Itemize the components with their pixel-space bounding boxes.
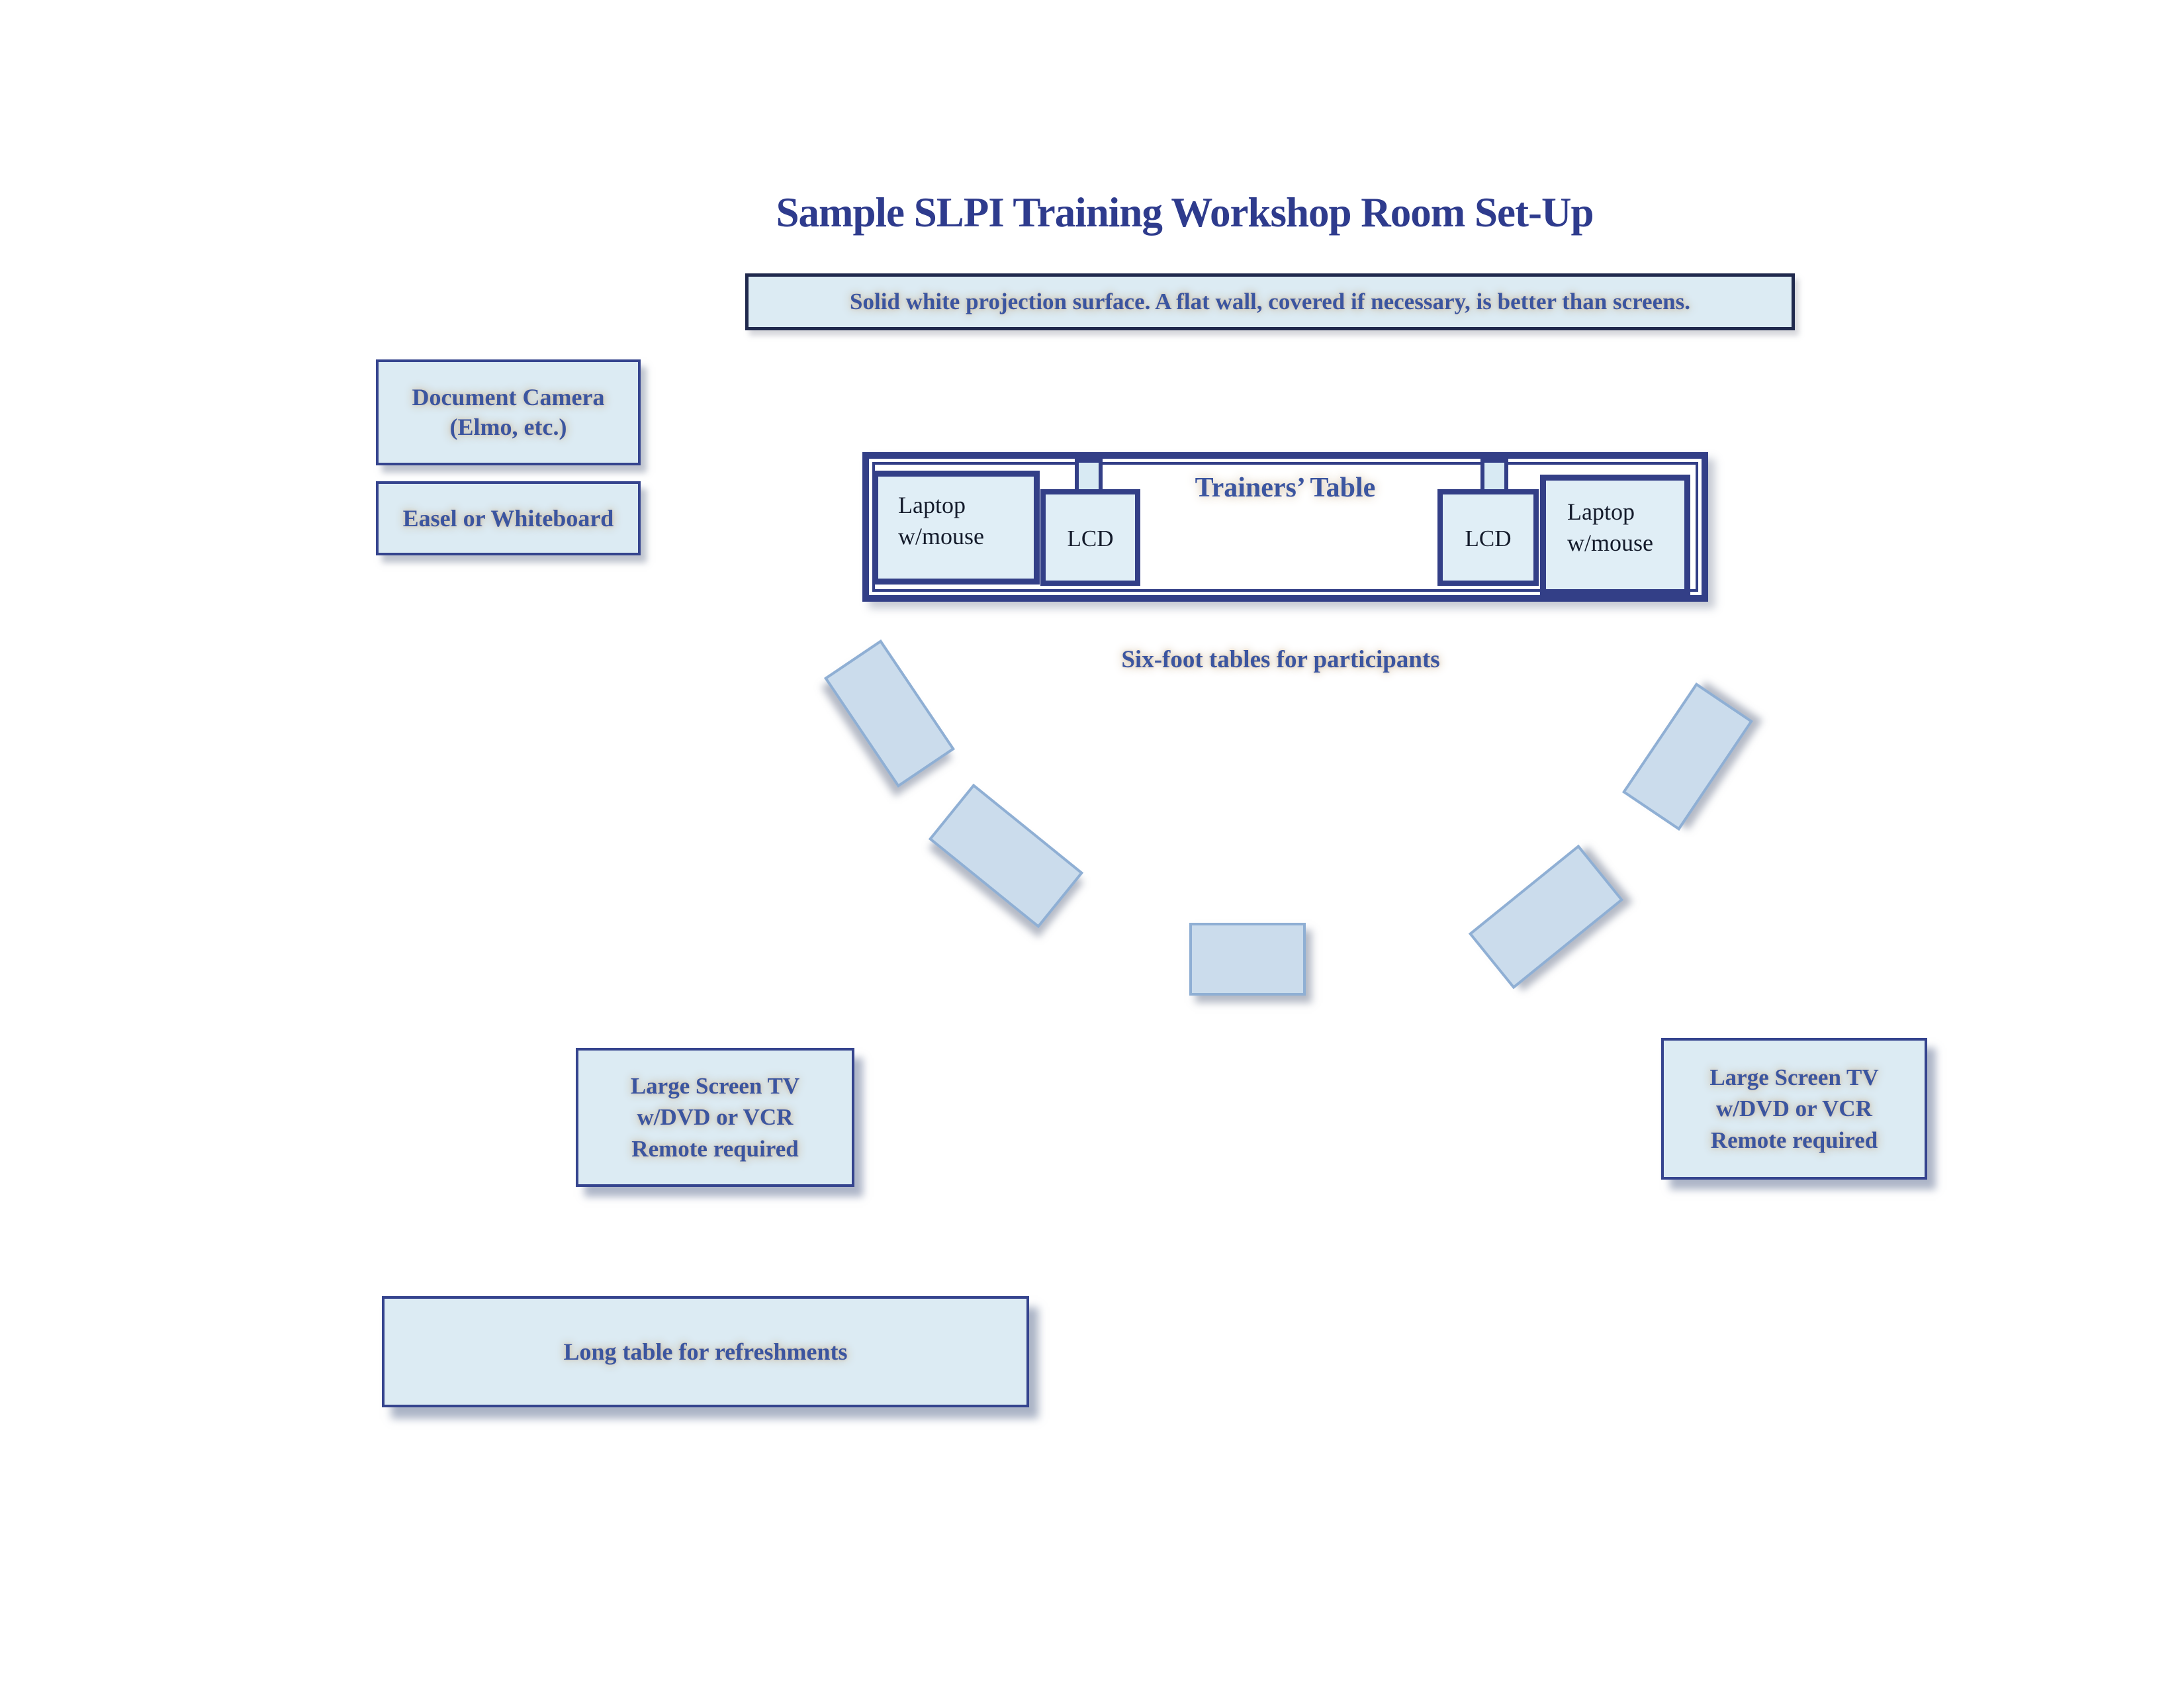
document-camera-box: Document Camera (Elmo, etc.) (376, 359, 641, 465)
tv-right-box: Large Screen TV w/DVD or VCR Remote requ… (1661, 1038, 1927, 1180)
participant-table (928, 783, 1084, 929)
trainers-table: Trainers’ Table Laptop w/mouse LCD LCD L… (862, 452, 1708, 602)
participant-table (1468, 844, 1624, 990)
lcd-connector-right (1480, 459, 1508, 493)
diagram-title: Sample SLPI Training Workshop Room Set-U… (776, 189, 1594, 236)
participants-note: Six-foot tables for participants (1121, 646, 1440, 673)
lcd-left-box: LCD (1040, 489, 1140, 586)
lcd-right-box: LCD (1437, 489, 1539, 586)
laptop-right-box: Laptop w/mouse (1540, 475, 1690, 595)
lcd-connector-left (1075, 459, 1103, 493)
participant-table (823, 639, 956, 788)
tv-left-box: Large Screen TV w/DVD or VCR Remote requ… (576, 1048, 854, 1187)
trainers-table-label: Trainers’ Table (1195, 473, 1376, 503)
participant-table (1189, 923, 1306, 996)
laptop-left-box: Laptop w/mouse (872, 471, 1040, 585)
participant-table (1621, 682, 1754, 831)
projection-surface-note: Solid white projection surface. A flat w… (745, 273, 1795, 330)
easel-whiteboard-box: Easel or Whiteboard (376, 481, 641, 555)
refreshments-table-box: Long table for refreshments (382, 1296, 1029, 1407)
